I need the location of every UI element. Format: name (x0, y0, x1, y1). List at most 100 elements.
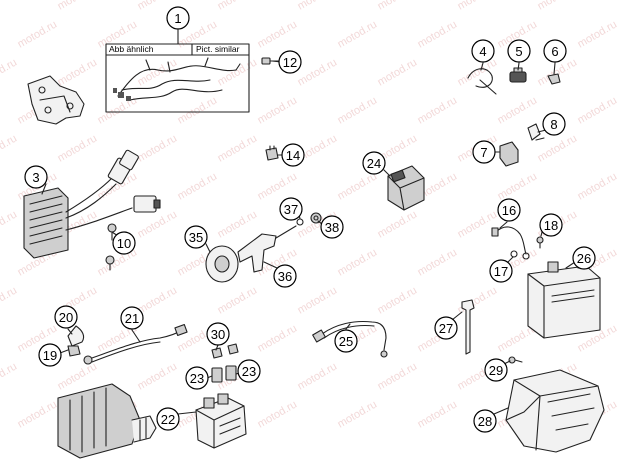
callout-number: 27 (439, 321, 453, 336)
callout-c17: 17 (489, 259, 513, 283)
callout-number: 23 (190, 371, 204, 386)
watermark-text: motod.ru (56, 56, 100, 88)
watermark-text: motod.ru (56, 360, 100, 392)
callout-c16: 16 (497, 198, 521, 222)
watermark-text: motod.ru (0, 208, 19, 240)
watermark-text: motod.ru (496, 94, 540, 126)
callout-c29: 29 (484, 358, 508, 382)
part-37-washer (296, 218, 304, 226)
callout-c36: 36 (273, 264, 297, 288)
callout-circle (54, 305, 78, 329)
part-20-terminal-cap (67, 325, 85, 347)
callout-circle (185, 366, 209, 390)
watermark-text: motod.ru (0, 360, 19, 392)
callout-circle (507, 39, 531, 63)
watermark-text: motod.ru (176, 170, 220, 202)
part-23-fuses (211, 365, 237, 383)
callout-circle (489, 259, 513, 283)
callout-circle (471, 39, 495, 63)
callout-circle (278, 50, 302, 74)
watermark-text: motod.ru (0, 0, 19, 13)
part-25-cable (312, 320, 388, 358)
callout-number: 19 (43, 348, 57, 363)
watermark-text: motod.ru (336, 398, 380, 430)
callout-number: 21 (125, 311, 139, 326)
callout-circle (542, 112, 566, 136)
callout-circle (120, 306, 144, 330)
callout-number: 26 (577, 251, 591, 266)
callout-c28: 28 (473, 409, 497, 433)
callout-c26: 26 (572, 246, 596, 270)
watermark-text: motod.ru (256, 94, 300, 126)
callout-c24: 24 (362, 151, 386, 175)
callout-number: 23 (242, 364, 256, 379)
callout-c35: 35 (184, 225, 208, 249)
callout-c5: 5 (507, 39, 531, 63)
watermark-text: motod.ru (216, 208, 260, 240)
callout-c14: 14 (281, 143, 305, 167)
part-24-control-unit (387, 165, 425, 211)
watermark-text: motod.ru (576, 170, 620, 202)
callout-number: 36 (278, 269, 292, 284)
part-30-fuse-holder (211, 343, 239, 359)
watermark-text: motod.ru (416, 398, 460, 430)
callout-c27: 27 (434, 316, 458, 340)
watermark-text: motod.ru (376, 360, 420, 392)
inset-frame (105, 43, 250, 113)
part-21-starter-cable (83, 323, 188, 365)
callout-number: 18 (544, 218, 558, 233)
watermark-text: motod.ru (0, 132, 19, 164)
part-7-relay (499, 141, 519, 167)
callout-c21: 21 (120, 306, 144, 330)
callout-number: 10 (117, 236, 131, 251)
callout-circle (434, 316, 458, 340)
callout-circle (472, 140, 496, 164)
watermark-text: motod.ru (16, 398, 60, 430)
watermark-text: motod.ru (136, 360, 180, 392)
callout-number: 25 (339, 334, 353, 349)
part-29-screw (508, 356, 523, 364)
watermark-text: motod.ru (216, 132, 260, 164)
part-36-horn-bracket (237, 225, 297, 273)
callout-c37: 37 (279, 197, 303, 221)
inset-left-label: Abb ähnlich (109, 44, 154, 54)
watermark-text: motod.ru (336, 18, 380, 50)
callout-circle (206, 322, 230, 346)
callout-c3: 3 (24, 165, 48, 189)
callout-number: 16 (502, 203, 516, 218)
callout-number: 4 (479, 44, 486, 59)
part-17-washer (510, 250, 518, 258)
callout-number: 1 (174, 11, 181, 26)
watermark-text: motod.ru (576, 94, 620, 126)
watermark-text: motod.ru (296, 56, 340, 88)
watermark-text: motod.ru (456, 56, 500, 88)
watermark-text: motod.ru (256, 18, 300, 50)
watermark-text: motod.ru (416, 246, 460, 278)
part-3-voltage-regulator (23, 149, 161, 259)
watermark-text: motod.ru (216, 284, 260, 316)
callout-number: 28 (478, 414, 492, 429)
watermark-text: motod.ru (296, 0, 340, 13)
callout-c4: 4 (471, 39, 495, 63)
watermark-text: motod.ru (0, 56, 19, 88)
watermark-text: motod.ru (376, 208, 420, 240)
watermark-text: motod.ru (536, 132, 580, 164)
callout-c10: 10 (112, 231, 136, 255)
callout-number: 30 (211, 327, 225, 342)
part-26-battery (527, 257, 601, 339)
callout-circle (281, 143, 305, 167)
callout-c6: 6 (543, 39, 567, 63)
callout-c30: 30 (206, 322, 230, 346)
part-18-screw (536, 236, 544, 249)
part-19-nut (67, 345, 81, 357)
callout-number: 29 (489, 363, 503, 378)
part-14-connector (265, 145, 279, 161)
watermark-text: motod.ru (296, 284, 340, 316)
part-28-battery-box (505, 369, 605, 453)
callout-c7: 7 (472, 140, 496, 164)
part-22-fuse-box (195, 393, 247, 449)
part-4-cable-tie (467, 68, 497, 95)
